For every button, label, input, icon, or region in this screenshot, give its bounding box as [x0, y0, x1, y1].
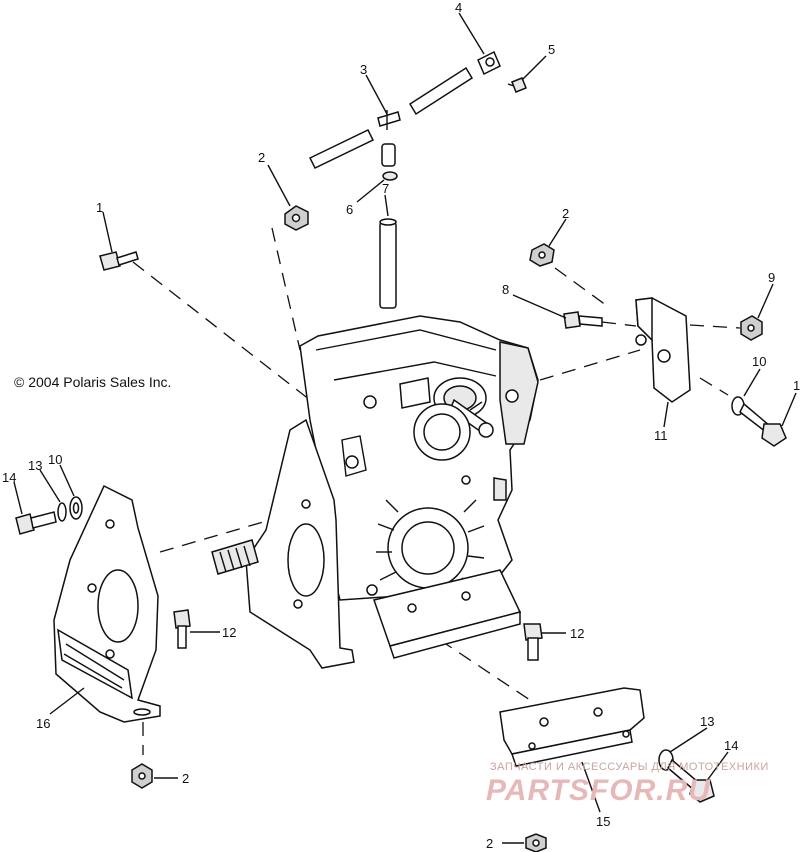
- part-9-nut: [740, 315, 763, 341]
- callout-5: 5: [548, 42, 555, 57]
- transmission-housing: [299, 315, 539, 601]
- part-11-bracket: [635, 297, 691, 403]
- callout-10-right: 10: [752, 354, 766, 369]
- callout-9: 9: [768, 270, 775, 285]
- alignment-lines: [132, 227, 741, 755]
- watermark-tagline: ЗАПЧАСТИ И АКСЕССУАРЫ ДЛЯ МОТОТЕХНИКИ: [490, 761, 769, 773]
- callout-6: 6: [346, 202, 353, 217]
- callout-2-top: 2: [258, 150, 265, 165]
- leader-lines: [13, 12, 797, 844]
- watermark-brand: PARTSFOR.RU: [486, 774, 711, 807]
- hose-upper-right: [408, 66, 474, 116]
- callout-13-left: 13: [28, 458, 42, 473]
- part-4-fitting: [477, 50, 501, 76]
- output-shaft-splined: [211, 539, 259, 575]
- part-16-bracket: [53, 484, 161, 723]
- callout-1-right: 1: [793, 378, 800, 393]
- part-3-tee-fitting: [377, 110, 401, 130]
- callout-12-right: 12: [570, 626, 584, 641]
- watermark: ЗАПЧАСТИ И АКСЕССУАРЫ ДЛЯ МОТОТЕХНИКИ PA…: [486, 761, 769, 807]
- callout-11: 11: [654, 428, 668, 443]
- hose-upper-left: [308, 129, 375, 169]
- part-15-plate: [499, 687, 645, 767]
- part-14-bolt-left: [15, 511, 57, 535]
- callout-1-left: 1: [96, 200, 103, 215]
- lower-mount-bracket: [373, 569, 522, 659]
- part-2-nut-right: [529, 243, 555, 267]
- part-10-washer-left: [69, 496, 83, 520]
- hose-short: [381, 143, 396, 167]
- callout-13-bottom: 13: [700, 714, 714, 729]
- callout-2-bottom-left: 2: [182, 771, 189, 786]
- callout-14-bottom: 14: [724, 738, 738, 753]
- part-2-nut-bottom-left: [131, 763, 153, 789]
- part-2-nut-top: [284, 205, 309, 231]
- part-2-nut-bottom-center: [525, 833, 547, 852]
- part-12-bolt-left: [173, 609, 191, 649]
- part-12-bolt-right: [523, 623, 543, 661]
- part-6-plug: [382, 171, 398, 181]
- part-1-bolt-left: [99, 251, 139, 271]
- callout-16: 16: [36, 716, 50, 731]
- part-1-bolt-right: [739, 402, 787, 447]
- part-5-screw: [507, 77, 527, 93]
- part-13-lockwasher-left: [57, 502, 67, 522]
- callout-2-bottom: 2: [486, 836, 493, 851]
- callout-4: 4: [455, 0, 462, 15]
- callout-15: 15: [596, 814, 610, 829]
- part-8-bolt: [563, 311, 603, 329]
- callout-12-left: 12: [222, 625, 236, 640]
- copyright-text: © 2004 Polaris Sales Inc.: [14, 374, 171, 390]
- part-7-rod: [379, 218, 397, 309]
- callout-3: 3: [360, 62, 367, 77]
- callout-7: 7: [382, 181, 389, 196]
- callout-2-right: 2: [562, 206, 569, 221]
- callout-8: 8: [502, 282, 509, 297]
- callout-14-left: 14: [2, 470, 16, 485]
- callout-10-left: 10: [48, 452, 62, 467]
